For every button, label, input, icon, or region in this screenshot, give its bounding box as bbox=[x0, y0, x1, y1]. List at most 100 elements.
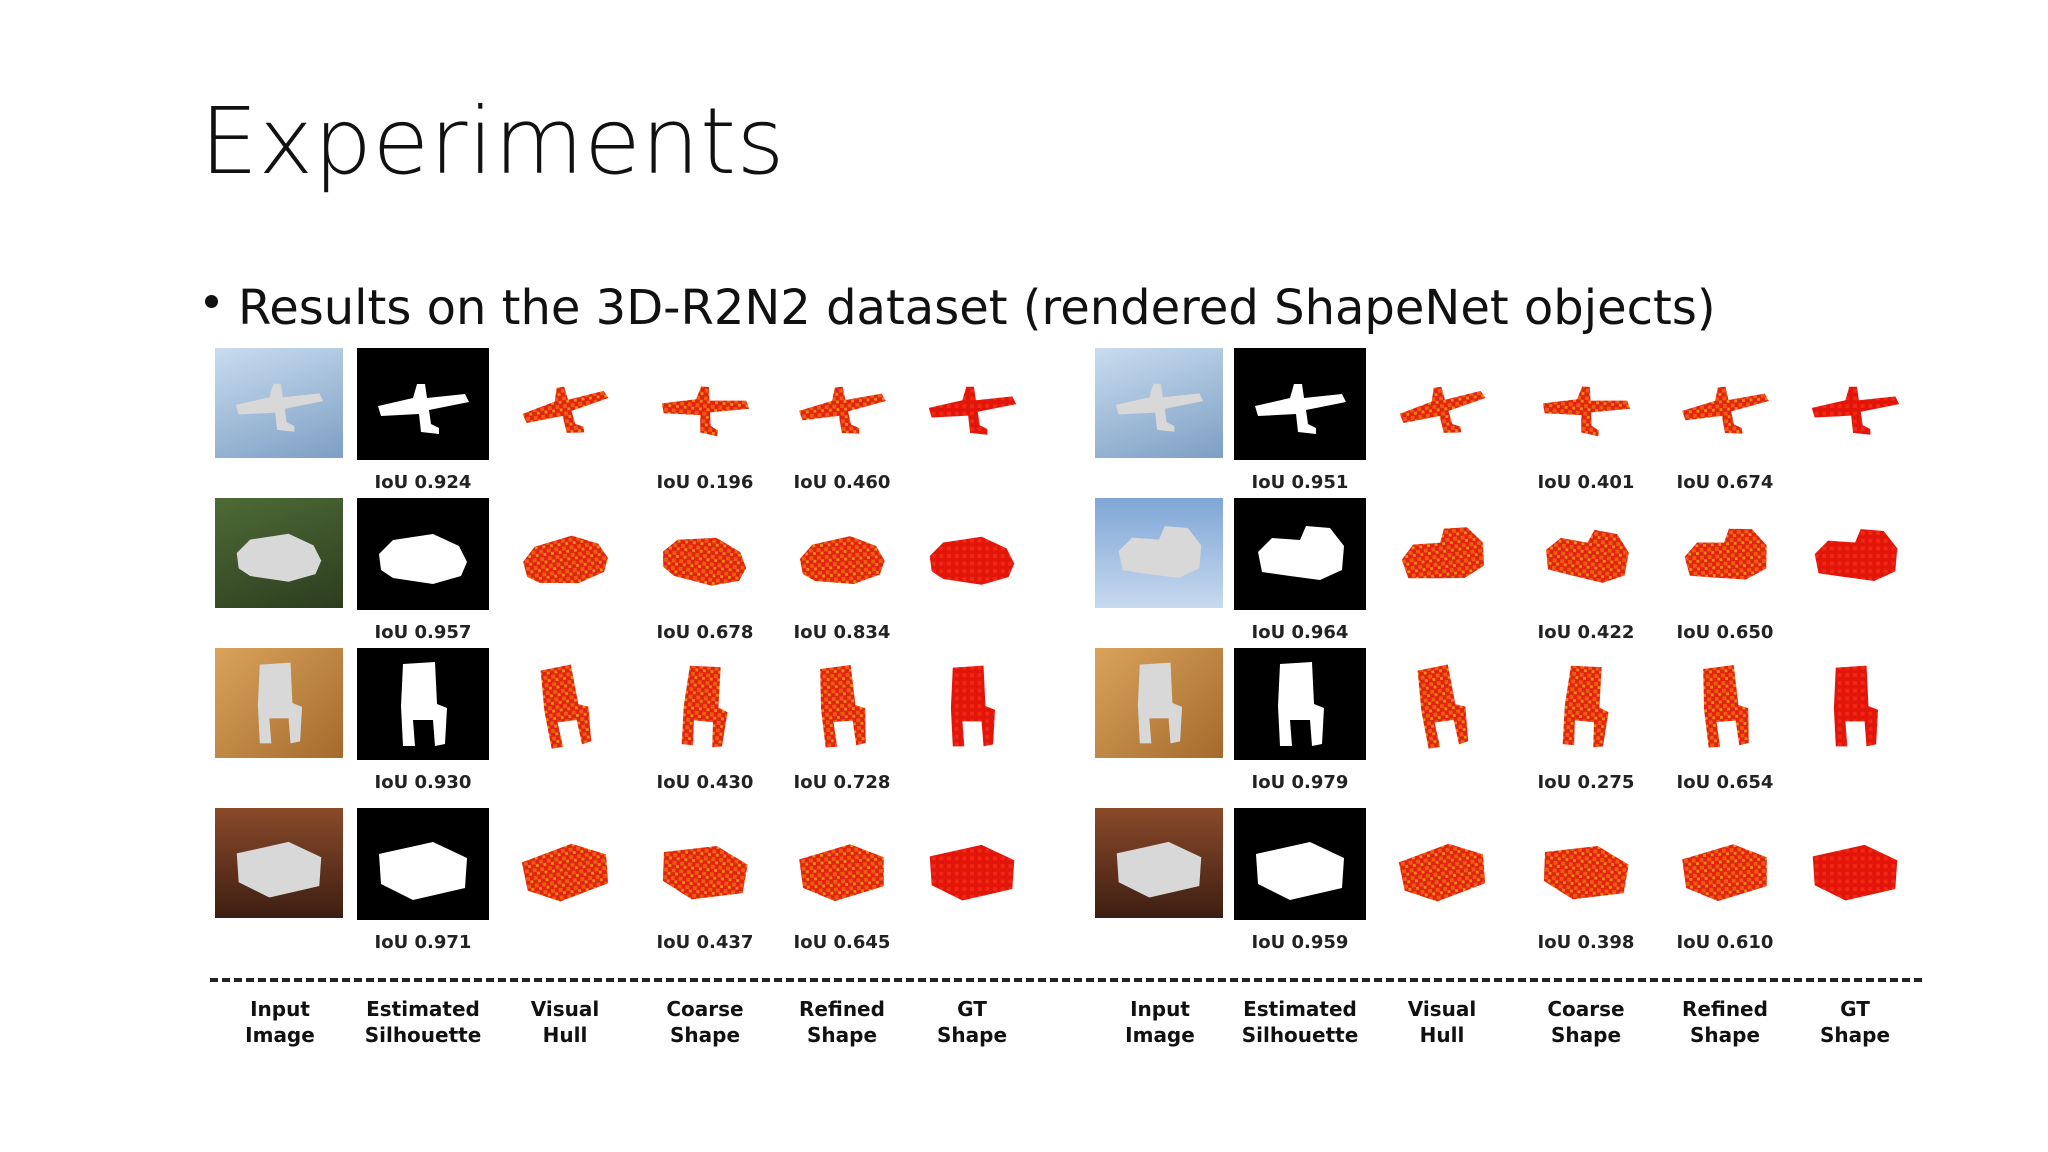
gt-shape bbox=[1812, 844, 1898, 901]
refined-iou-label: IoU 0.674 bbox=[1676, 472, 1774, 493]
visual-hull-shape bbox=[521, 843, 609, 902]
gt-shape bbox=[929, 536, 1015, 585]
coarse-iou-label: IoU 0.437 bbox=[656, 932, 754, 953]
column-label-line2: Shape bbox=[669, 1023, 741, 1047]
silhouette-shape bbox=[1258, 526, 1344, 580]
gt-shape bbox=[1833, 665, 1879, 747]
gt-shape bbox=[928, 386, 1017, 435]
input-image bbox=[1095, 648, 1223, 758]
refined-iou-label: IoU 0.728 bbox=[793, 772, 891, 793]
refined-shape bbox=[1703, 664, 1749, 748]
refined-iou-label: IoU 0.654 bbox=[1676, 772, 1774, 793]
input-object-shape bbox=[236, 533, 322, 582]
coarse-shape bbox=[661, 386, 750, 437]
silhouette-shape bbox=[1278, 662, 1324, 746]
refined-shape bbox=[1684, 528, 1767, 580]
silhouette-shape bbox=[1256, 842, 1344, 900]
refined-iou-label: IoU 0.460 bbox=[793, 472, 891, 493]
silhouette-shape bbox=[379, 842, 467, 900]
refined-iou-label: IoU 0.645 bbox=[793, 932, 891, 953]
column-label-line1: Input bbox=[250, 997, 310, 1021]
column-label-line1: Coarse bbox=[666, 997, 744, 1021]
column-label-line1: Input bbox=[1130, 997, 1190, 1021]
column-label-line1: Visual bbox=[530, 997, 600, 1021]
refined-shape bbox=[1682, 844, 1767, 902]
slide-title: Experiments bbox=[200, 88, 785, 195]
coarse-iou-label: IoU 0.422 bbox=[1537, 622, 1635, 643]
visual-hull-shape bbox=[1399, 386, 1486, 433]
refined-shape bbox=[1682, 386, 1769, 434]
gt-shape bbox=[950, 665, 996, 747]
visual-hull-shape bbox=[1417, 664, 1469, 749]
input-object-shape bbox=[1116, 841, 1202, 898]
coarse-iou-label: IoU 0.398 bbox=[1537, 932, 1635, 953]
input-object-shape bbox=[1115, 383, 1204, 432]
refined-shape bbox=[799, 536, 885, 585]
coarse-shape bbox=[1542, 386, 1631, 437]
coarse-shape bbox=[1562, 665, 1609, 748]
coarse-iou-label: IoU 0.275 bbox=[1537, 772, 1635, 793]
refined-shape bbox=[799, 386, 886, 434]
column-label-line2: Shape bbox=[1550, 1023, 1622, 1047]
input-object-shape bbox=[235, 383, 324, 432]
input-image bbox=[215, 648, 343, 758]
column-label-line2: Hull bbox=[542, 1023, 588, 1047]
column-label-line2: Shape bbox=[1819, 1023, 1891, 1047]
bullet-text: Results on the 3D-R2N2 dataset (rendered… bbox=[238, 280, 1716, 336]
estimated-silhouette bbox=[1234, 648, 1366, 760]
estimated-silhouette bbox=[357, 808, 489, 920]
silhouette-iou-label: IoU 0.979 bbox=[1251, 772, 1349, 793]
visual-hull-shape bbox=[1398, 843, 1486, 902]
input-image bbox=[1095, 808, 1223, 918]
column-label-line2: Silhouette bbox=[364, 1023, 482, 1047]
input-image bbox=[215, 348, 343, 458]
estimated-silhouette bbox=[1234, 808, 1366, 920]
visual-hull-shape bbox=[540, 664, 592, 749]
refined-iou-label: IoU 0.610 bbox=[1676, 932, 1774, 953]
silhouette-shape bbox=[1255, 384, 1346, 434]
silhouette-iou-label: IoU 0.964 bbox=[1251, 622, 1349, 643]
refined-shape bbox=[799, 844, 884, 902]
input-object-shape bbox=[236, 841, 322, 898]
silhouette-shape bbox=[378, 384, 469, 434]
visual-hull-shape bbox=[522, 386, 609, 433]
column-label-line2: Shape bbox=[1689, 1023, 1761, 1047]
refined-shape bbox=[820, 664, 866, 748]
input-image bbox=[1095, 348, 1223, 458]
column-label-line1: Refined bbox=[799, 997, 885, 1021]
input-object-shape bbox=[1137, 662, 1183, 744]
column-label-line2: Image bbox=[1125, 1023, 1195, 1047]
visual-hull-shape bbox=[523, 535, 608, 584]
silhouette-iou-label: IoU 0.959 bbox=[1251, 932, 1349, 953]
column-label-line2: Silhouette bbox=[1241, 1023, 1359, 1047]
column-label-line1: GT bbox=[957, 997, 987, 1021]
estimated-silhouette bbox=[1234, 498, 1366, 610]
coarse-iou-label: IoU 0.430 bbox=[656, 772, 754, 793]
estimated-silhouette bbox=[357, 348, 489, 460]
silhouette-iou-label: IoU 0.930 bbox=[374, 772, 472, 793]
estimated-silhouette bbox=[357, 648, 489, 760]
coarse-shape bbox=[1543, 845, 1629, 900]
column-label-line2: Hull bbox=[1419, 1023, 1465, 1047]
column-label-line1: Refined bbox=[1682, 997, 1768, 1021]
column-label-line1: GT bbox=[1840, 997, 1870, 1021]
coarse-shape bbox=[662, 537, 747, 586]
bullet-dot-icon bbox=[205, 294, 218, 308]
silhouette-iou-label: IoU 0.971 bbox=[374, 932, 472, 953]
column-label-line2: Shape bbox=[936, 1023, 1008, 1047]
column-label-line1: Estimated bbox=[1243, 997, 1357, 1021]
input-image bbox=[1095, 498, 1223, 608]
silhouette-iou-label: IoU 0.951 bbox=[1251, 472, 1349, 493]
column-label-line1: Visual bbox=[1407, 997, 1477, 1021]
column-label-line1: Coarse bbox=[1547, 997, 1625, 1021]
input-image bbox=[215, 808, 343, 918]
